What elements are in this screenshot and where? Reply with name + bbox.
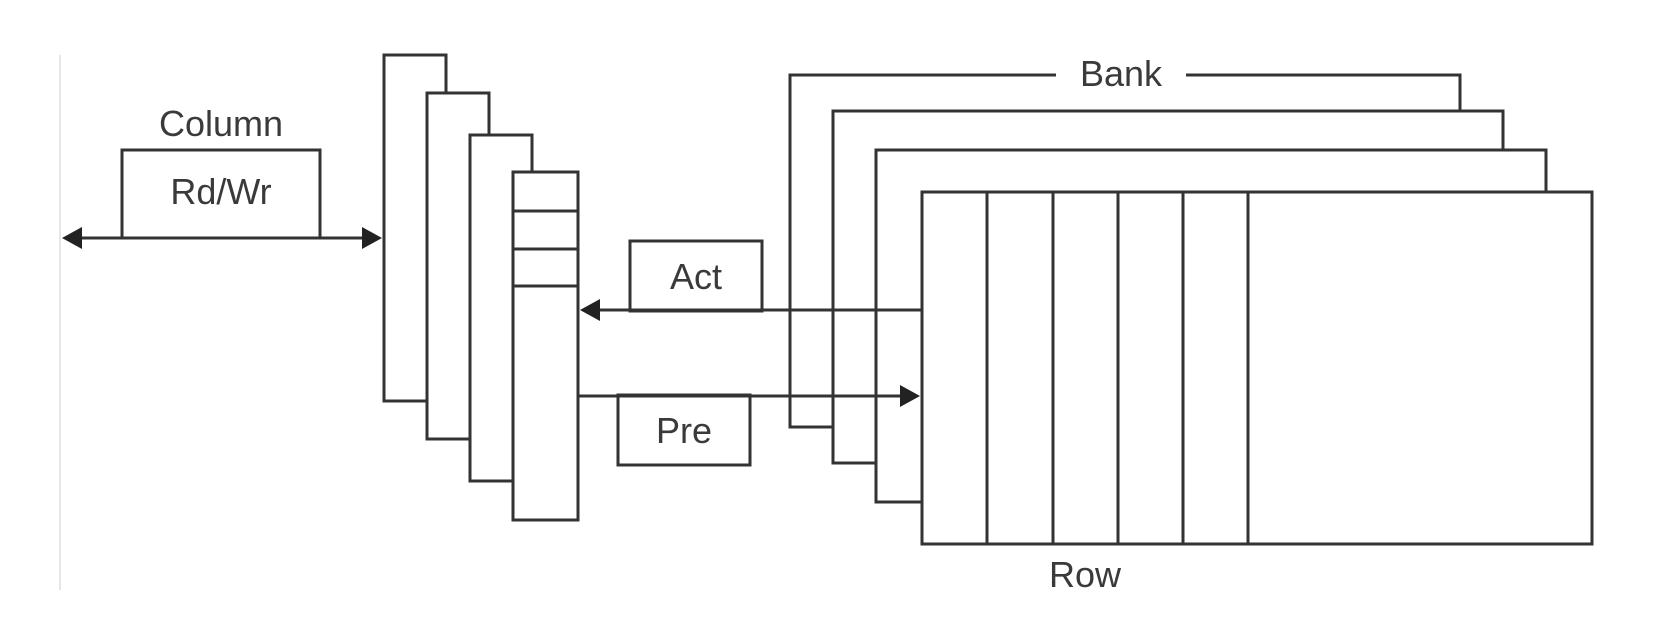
act-label: Act xyxy=(670,256,722,297)
activate-arrow xyxy=(580,299,922,321)
precharge-arrow xyxy=(578,385,920,407)
pre-box xyxy=(616,393,752,467)
buffer-column-4 xyxy=(511,170,580,522)
bank-front xyxy=(920,190,1594,546)
column-bus-arrow xyxy=(62,227,382,249)
pre-label: Pre xyxy=(656,410,712,451)
column-label: Column xyxy=(159,103,283,144)
bank-front-array xyxy=(920,190,1594,546)
bank-label: Bank xyxy=(1080,53,1163,94)
act-box xyxy=(628,239,764,313)
column-rdwr-group: Column Rd/Wr xyxy=(120,103,322,240)
row-label: Row xyxy=(1049,554,1122,595)
buffer-stack xyxy=(382,53,580,522)
rdwr-label: Rd/Wr xyxy=(170,171,271,212)
